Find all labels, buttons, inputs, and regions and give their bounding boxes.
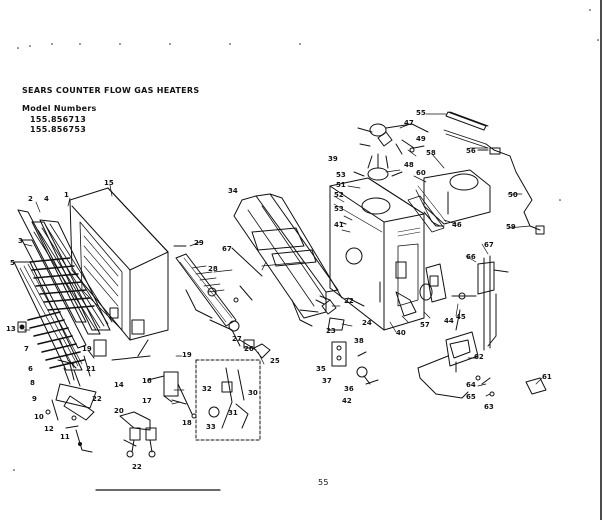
part-label-3: 3 xyxy=(18,237,23,245)
part-label-44: 44 xyxy=(444,317,454,325)
part-label-62: 62 xyxy=(474,353,484,361)
part-label-13: 13 xyxy=(6,325,16,333)
heat-exchanger-jacket xyxy=(233,193,343,327)
part-label-65: 65 xyxy=(466,393,476,401)
part-label-31: 31 xyxy=(228,409,238,417)
part-label-29: 29 xyxy=(194,239,204,247)
part-label-66: 66 xyxy=(466,253,476,261)
outer-cabinet xyxy=(69,187,169,357)
part-label-50: 50 xyxy=(508,191,518,199)
part-label-6: 6 xyxy=(28,365,33,373)
part-label-4: 4 xyxy=(44,195,49,203)
part-label-36: 36 xyxy=(344,385,354,393)
part-label-25: 25 xyxy=(270,357,280,365)
part-label-23: 23 xyxy=(326,327,336,335)
part-label-56: 56 xyxy=(466,147,476,155)
base-bracket-parts xyxy=(45,339,107,453)
part-label-61: 61 xyxy=(542,373,552,381)
part-label-22-bottom: 22 xyxy=(132,463,142,471)
part-label-42: 42 xyxy=(342,397,352,405)
part-label-58: 58 xyxy=(426,149,436,157)
part-label-60: 60 xyxy=(416,169,426,177)
part-label-48: 48 xyxy=(404,161,414,169)
part-label-46: 46 xyxy=(452,221,462,229)
blower-assembly xyxy=(353,123,429,181)
combustion-chamber-box xyxy=(315,177,425,331)
part-label-39: 39 xyxy=(328,155,338,163)
part-label-57: 57 xyxy=(420,321,430,329)
part-label-40: 40 xyxy=(396,329,406,337)
part-label-34: 34 xyxy=(228,187,238,195)
part-label-41: 41 xyxy=(334,221,344,229)
part-label-59: 59 xyxy=(506,223,516,231)
part-label-37: 37 xyxy=(322,377,332,385)
thermocouple-inset xyxy=(195,359,261,441)
part-label-68: 67 xyxy=(222,245,232,253)
part-label-5: 5 xyxy=(10,259,15,267)
part-label-19: 19 xyxy=(182,351,192,359)
part-label-12: 12 xyxy=(44,425,54,433)
part-label-24: 24 xyxy=(362,319,372,327)
part-label-47: 47 xyxy=(404,119,414,127)
gas-control-assembly xyxy=(417,255,547,399)
part-label-2: 2 xyxy=(28,195,33,203)
part-label-26: 26 xyxy=(244,345,254,353)
part-label-52: 52 xyxy=(334,191,344,199)
part-label-17: 17 xyxy=(142,397,152,405)
part-label-55: 55 xyxy=(416,109,426,117)
front-grille-assembly xyxy=(13,209,113,371)
part-label-9: 9 xyxy=(32,395,37,403)
part-label-18: 18 xyxy=(182,419,192,427)
part-label-53: 53 xyxy=(334,205,344,213)
part-label-8: 8 xyxy=(30,379,35,387)
part-label-63: 63 xyxy=(484,403,494,411)
burner-parts xyxy=(111,355,197,458)
part-label-51: 51 xyxy=(336,181,346,189)
part-label-19-left: 19 xyxy=(82,345,92,353)
part-label-27: 27 xyxy=(232,335,242,343)
part-label-10: 10 xyxy=(34,413,44,421)
part-label-33: 33 xyxy=(206,423,216,431)
part-label-15: 15 xyxy=(104,179,114,187)
heat-exchanger-panel xyxy=(173,245,263,351)
part-label-32: 32 xyxy=(202,385,212,393)
part-label-53-top: 53 xyxy=(336,171,346,179)
wire-harness-top xyxy=(443,111,545,235)
model-number-2: 155.856753 xyxy=(30,125,87,134)
diagram-title: SEARS COUNTER FLOW GAS HEATERS xyxy=(22,86,200,95)
leader-lines xyxy=(23,113,543,405)
part-label-7: 7 xyxy=(24,345,29,353)
page-number: 55 xyxy=(318,478,329,487)
part-label-28: 28 xyxy=(208,265,218,273)
part-label-21: 21 xyxy=(86,365,96,373)
part-label-22: 22 xyxy=(344,297,354,305)
part-label-14: 14 xyxy=(114,381,124,389)
part-label-22-left: 22 xyxy=(92,395,102,403)
part-label-11: 11 xyxy=(60,433,70,441)
part-label-67: 67 xyxy=(484,241,494,249)
part-label-49: 49 xyxy=(416,135,426,143)
part-label-38: 38 xyxy=(354,337,364,345)
part-label-30: 30 xyxy=(248,389,258,397)
draft-hood xyxy=(407,169,491,233)
model-number-1: 155.856713 xyxy=(30,115,87,124)
part-label-64: 64 xyxy=(466,381,476,389)
scan-speckles xyxy=(13,9,599,471)
part-label-20: 20 xyxy=(114,407,124,415)
part-label-16: 16 xyxy=(142,377,152,385)
model-numbers-label: Model Numbers xyxy=(22,104,97,113)
part-label-45: 45 xyxy=(456,313,466,321)
part-label-1: 1 xyxy=(64,191,69,199)
part-label-35: 35 xyxy=(316,365,326,373)
